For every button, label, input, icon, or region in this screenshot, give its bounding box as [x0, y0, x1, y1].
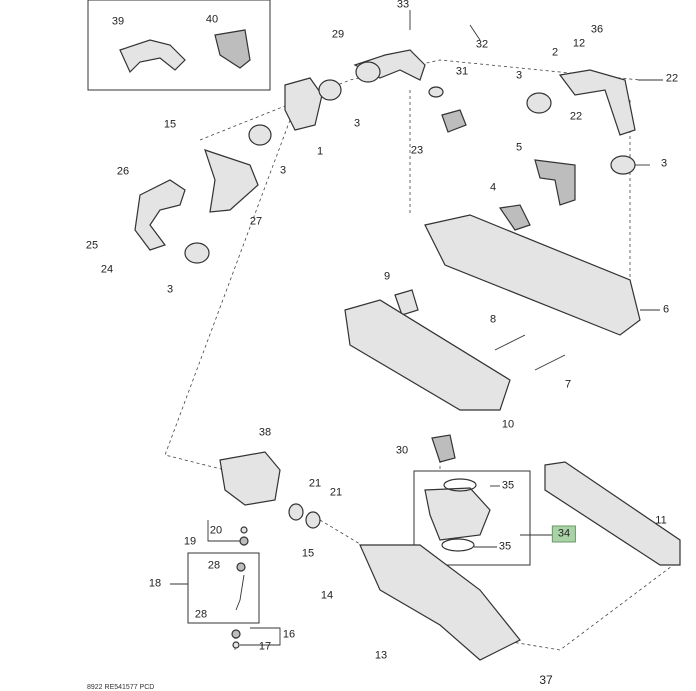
callout-19[interactable]: 19	[183, 535, 197, 548]
callout-32[interactable]: 32	[475, 38, 489, 51]
bracket-4	[498, 204, 531, 231]
callout-10[interactable]: 10	[501, 418, 515, 431]
pipe-26	[134, 179, 186, 251]
callout-20[interactable]: 20	[209, 524, 223, 537]
callout-9[interactable]: 9	[383, 270, 391, 283]
egr-cooler-6	[424, 214, 641, 336]
callout-38[interactable]: 38	[258, 426, 272, 439]
inset-box-34	[413, 470, 531, 566]
callout-3[interactable]: 3	[166, 283, 174, 296]
callout-17[interactable]: 17	[258, 640, 272, 653]
callout-3[interactable]: 3	[660, 157, 668, 170]
callout-21[interactable]: 21	[308, 477, 322, 490]
callout-16[interactable]: 16	[282, 628, 296, 641]
callout-22[interactable]: 22	[665, 72, 679, 85]
callout-28[interactable]: 28	[194, 608, 208, 621]
callout-26[interactable]: 26	[116, 165, 130, 178]
callout-11[interactable]: 11	[655, 514, 667, 527]
callout-15[interactable]: 15	[301, 547, 315, 560]
gasket-11	[544, 461, 681, 566]
egr-valve-1	[284, 77, 323, 131]
callout-8[interactable]: 8	[489, 313, 497, 326]
callout-28[interactable]: 28	[207, 559, 221, 572]
callout-39[interactable]: 39	[111, 15, 125, 28]
bracket-5	[534, 159, 576, 206]
callout-2[interactable]: 2	[551, 46, 559, 59]
callout-7[interactable]: 7	[564, 378, 572, 391]
callout-22[interactable]: 22	[569, 110, 583, 123]
callout-3[interactable]: 3	[515, 69, 523, 82]
callout-3[interactable]: 3	[353, 117, 361, 130]
callout-21[interactable]: 21	[329, 486, 343, 499]
callout-18[interactable]: 18	[148, 577, 162, 590]
inset-box-18	[187, 552, 260, 624]
callout-1[interactable]: 1	[316, 145, 324, 158]
callout-15[interactable]: 15	[163, 118, 177, 131]
drawing-reference-code: 8922 RE541577 PCD	[87, 684, 155, 691]
callout-25[interactable]: 25	[85, 239, 99, 252]
callout-4[interactable]: 4	[489, 181, 497, 194]
callout-37[interactable]: 37	[539, 673, 553, 687]
callout-24[interactable]: 24	[100, 263, 114, 276]
callout-35[interactable]: 35	[501, 479, 515, 492]
callout-13[interactable]: 13	[374, 649, 388, 662]
part-23	[441, 109, 467, 133]
callout-31[interactable]: 31	[455, 65, 469, 78]
callout-12[interactable]: 12	[572, 37, 586, 50]
callout-36[interactable]: 36	[590, 23, 604, 36]
tube-9	[394, 289, 419, 316]
callout-33[interactable]: 33	[396, 0, 410, 11]
inset-box-39-40	[87, 0, 271, 91]
manifold-37	[359, 544, 521, 661]
manifold-10	[344, 299, 511, 411]
valve-35	[424, 487, 491, 541]
callout-40[interactable]: 40	[205, 13, 219, 26]
callout-27[interactable]: 27	[249, 215, 263, 228]
callout-5[interactable]: 5	[515, 141, 523, 154]
callout-23[interactable]: 23	[410, 144, 424, 157]
elbow-pipe-39	[119, 39, 186, 74]
pipe-2	[558, 69, 636, 136]
bracket-40	[214, 29, 251, 69]
callout-29[interactable]: 29	[331, 28, 345, 41]
callout-35[interactable]: 35	[498, 540, 512, 553]
bracket-30	[431, 434, 456, 463]
callout-3[interactable]: 3	[279, 164, 287, 177]
throttle-valve-38	[219, 451, 281, 506]
bracket-27	[204, 149, 259, 213]
callout-34-highlighted[interactable]: 34	[551, 525, 577, 543]
callout-30[interactable]: 30	[395, 444, 409, 457]
callout-14[interactable]: 14	[320, 589, 334, 602]
callout-6[interactable]: 6	[662, 303, 670, 316]
